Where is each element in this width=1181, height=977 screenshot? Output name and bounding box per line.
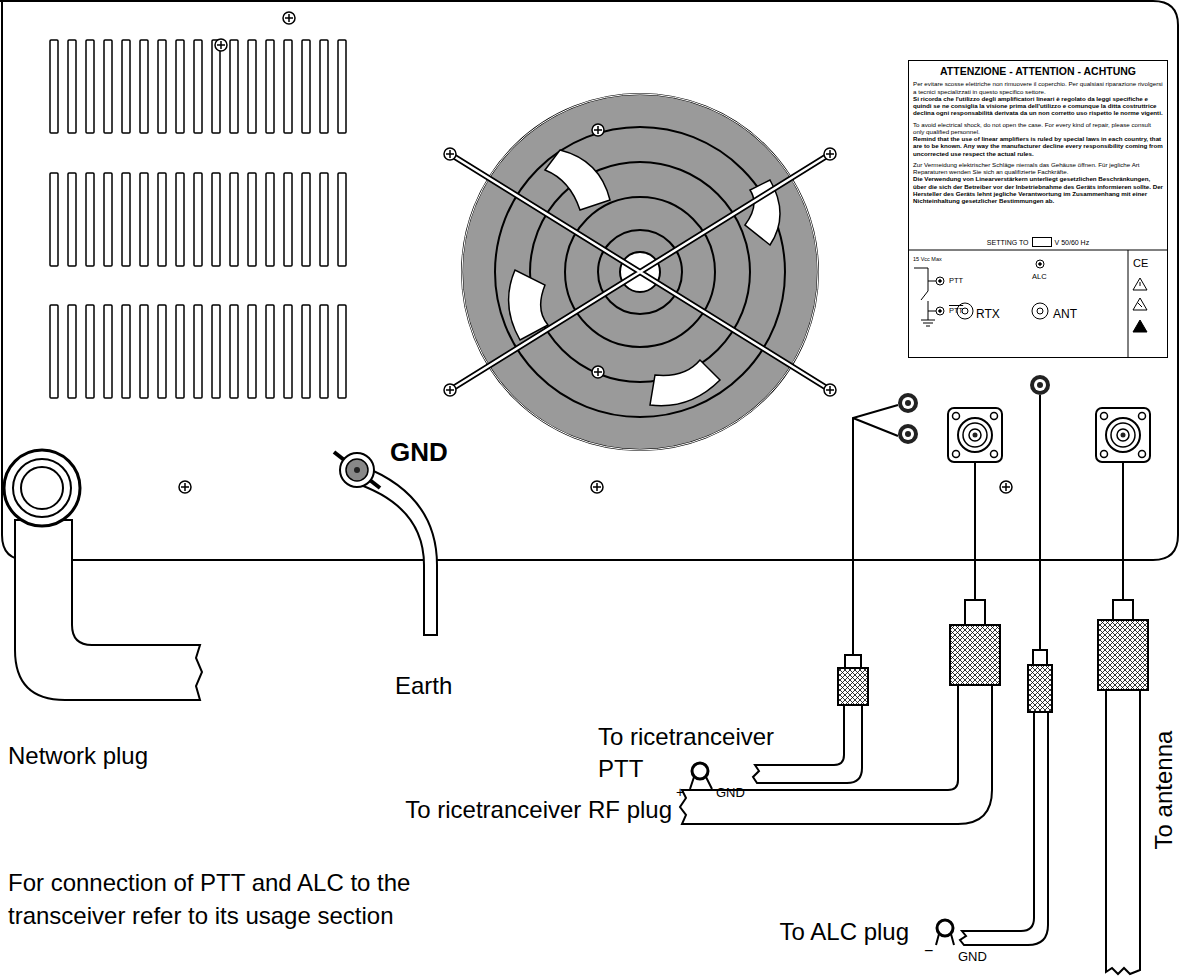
fan — [450, 94, 830, 450]
vent-slot — [122, 173, 130, 266]
vent-slot — [212, 173, 220, 266]
vent-slot — [176, 173, 184, 266]
vent-slot — [158, 40, 166, 133]
vent-slot — [194, 305, 202, 398]
vent-slot — [230, 173, 238, 266]
pin-name: PTT — [949, 277, 963, 285]
vent-slot — [86, 305, 94, 398]
rf-cable — [680, 462, 1000, 824]
screws — [179, 12, 1012, 493]
polarity-sign: + — [676, 784, 684, 800]
voltage-box — [1032, 237, 1052, 247]
vent-slot — [338, 305, 346, 398]
vent-slot — [338, 40, 346, 133]
vent-slots — [50, 40, 346, 398]
rear-connectors — [898, 375, 1150, 462]
warning-text: Zur Vermeidung elektrischer Schläge niem… — [913, 161, 1163, 176]
vent-slot — [284, 305, 292, 398]
vent-slot — [68, 40, 76, 133]
vent-slot — [284, 40, 292, 133]
antenna-cable-label: To antenna — [1151, 725, 1177, 855]
pin-name: ALC — [1032, 273, 1047, 281]
vent-slot — [230, 305, 238, 398]
mains-cable — [4, 450, 202, 700]
vent-slot — [158, 305, 166, 398]
vent-slot — [176, 305, 184, 398]
supply-rating: 15 Vcc Max — [913, 256, 942, 262]
vent-slot — [68, 173, 76, 266]
vent-slot — [212, 40, 220, 133]
panel-outline — [0, 0, 1178, 560]
warning-heading: ATTENZIONE - ATTENTION - ACHTUNG — [913, 65, 1163, 77]
vent-slot — [194, 173, 202, 266]
vent-slot — [320, 305, 328, 398]
vent-slot — [104, 40, 112, 133]
vent-slot — [50, 305, 58, 398]
vent-slot — [140, 173, 148, 266]
vent-slot — [320, 173, 328, 266]
vent-slot — [122, 305, 130, 398]
vent-slot — [302, 173, 310, 266]
vent-slot — [194, 40, 202, 133]
pin-name: PTT — [949, 307, 963, 315]
earth-label: Earth — [395, 672, 452, 700]
vent-slot — [338, 173, 346, 266]
vent-slot — [284, 173, 292, 266]
vent-slot — [266, 305, 274, 398]
vent-slot — [248, 305, 256, 398]
vent-slot — [140, 305, 148, 398]
vent-slot — [266, 40, 274, 133]
vent-slot — [230, 40, 238, 133]
vent-slot — [140, 40, 148, 133]
ground-pin-label: GND — [958, 950, 987, 965]
warning-text: Die Verwendung von Linearverstärkern unt… — [913, 175, 1163, 204]
vent-slot — [86, 40, 94, 133]
vent-slot — [302, 305, 310, 398]
antenna-cable — [1098, 462, 1148, 974]
vent-slot — [50, 40, 58, 133]
voltage-row: SETTING TO V 50/60 Hz — [909, 237, 1167, 247]
vent-slot — [248, 173, 256, 266]
rf-cable-label: To ricetranceiver RF plug — [405, 796, 672, 824]
warning-text-block: ATTENZIONE - ATTENTION - ACHTUNG Per evit… — [913, 65, 1163, 204]
ground-pin-label: GND — [716, 786, 745, 801]
polarity-sign: − — [924, 942, 933, 960]
warning-text: Si ricorda che l'utilizzo degli amplific… — [913, 95, 1163, 117]
vent-slot — [248, 40, 256, 133]
connector-name: RTX — [976, 308, 1000, 321]
vent-slot — [266, 173, 274, 266]
vent-slot — [86, 173, 94, 266]
warning-label: ATTENZIONE - ATTENTION - ACHTUNG Per evit… — [908, 60, 1168, 358]
usage-note: For connection of PTT and ALC to the tra… — [8, 866, 483, 932]
vent-slot — [104, 173, 112, 266]
connector-name: ANT — [1053, 308, 1077, 321]
alc-cable-label: To ALC plug — [780, 918, 909, 946]
warning-text: Per evitare scosse elettriche non rimuov… — [913, 80, 1163, 95]
voltage-setting: V 50/60 Hz — [1055, 239, 1090, 246]
vent-slot — [158, 173, 166, 266]
voltage-setting: SETTING TO — [987, 239, 1029, 246]
ground-terminal — [334, 452, 437, 635]
ce-mark: CE — [1133, 257, 1148, 269]
vent-slot — [302, 40, 310, 133]
vent-slot — [176, 40, 184, 133]
warning-text: Remind that the use of linear amplifiers… — [913, 135, 1163, 157]
ptt-cable-label: To ricetranceiver PTT — [598, 721, 813, 785]
alc-cable — [936, 395, 1052, 945]
label-symbols — [908, 250, 1168, 358]
ground-label: GND — [390, 438, 448, 468]
warning-text: To avoid electrical shock, do not open t… — [913, 121, 1163, 136]
vent-slot — [68, 305, 76, 398]
vent-slot — [212, 305, 220, 398]
vent-slot — [50, 173, 58, 266]
mains-plug-label: Network plug — [8, 742, 148, 770]
vent-slot — [122, 40, 130, 133]
vent-slot — [104, 305, 112, 398]
vent-slot — [320, 40, 328, 133]
